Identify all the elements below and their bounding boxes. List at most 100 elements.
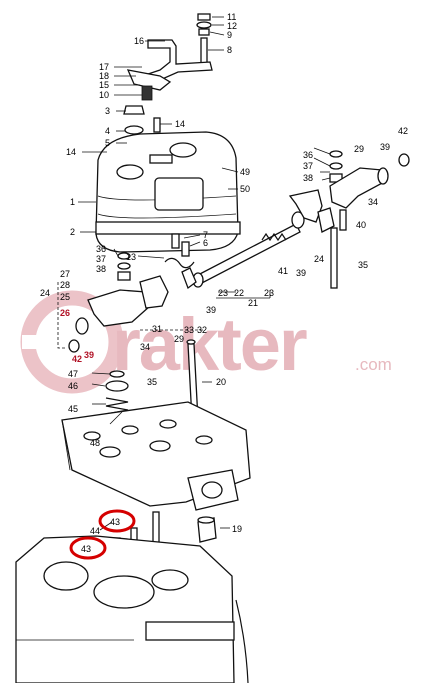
head-bore-3 [159,419,177,429]
watermark-suffix: .com [355,355,392,374]
callout-2: 2 [70,227,75,237]
washer-part-4 [124,125,144,135]
callout-23-right: 23 [264,288,274,298]
rocker-bracket [317,207,335,233]
callout-40: 40 [356,220,366,230]
callout-39-far: 39 [380,142,390,152]
right-rocker-group [329,150,410,209]
callout-38-right: 38 [303,173,313,183]
washer-37a [117,262,131,270]
callout-39-mid: 39 [206,305,216,315]
callout-47: 47 [68,369,78,379]
watermark-logo-cut [22,335,77,349]
rocker-support [139,275,169,309]
nameplate [149,154,173,164]
head-bore-6 [195,435,213,445]
callout-42-left: 42 [72,354,82,364]
callout-32: 32 [197,325,207,335]
cover-window [154,177,204,211]
bracket-dash [57,282,66,349]
callout-33: 33 [184,325,194,335]
callout-44: 44 [90,526,100,536]
cylinder-head-group [61,401,251,543]
callout-36-left: 36 [96,244,106,254]
watermark: rakter .com [20,290,392,394]
callout-24-left: 24 [40,288,50,298]
callout-46: 46 [68,381,78,391]
callout-18: 18 [99,71,109,81]
spring-washer [291,211,305,229]
callout-19: 19 [232,524,242,534]
valve-cover-rib [97,195,237,201]
valve-spring-group [105,339,199,421]
pin-40 [339,209,347,231]
washer-37b [329,162,343,170]
pushrod-tip [186,339,196,345]
callout-39-right: 39 [296,268,306,278]
callout-49: 49 [240,167,250,177]
bolt-group-7 [164,233,195,269]
callout-20: 20 [216,377,226,387]
filler-opening [116,164,144,180]
callout-14-right: 14 [175,119,185,129]
clip-part-13 [164,257,195,269]
callout-42-right: 42 [398,126,408,136]
shaft-spring [261,232,287,242]
highlight-43-upper [98,509,136,533]
callout-34-right: 34 [368,197,378,207]
rocker-shaft-group [192,189,347,289]
port-hole [201,481,223,499]
callout-8: 8 [227,45,232,55]
callout-21: 21 [248,298,258,308]
callout-38-left: 38 [96,264,106,274]
engine-block [15,535,235,683]
callout-27: 27 [60,269,70,279]
cap-part [123,105,145,115]
callout-37-left: 37 [96,254,106,264]
callout-14-left: 14 [66,147,76,157]
block-edge [235,599,249,683]
bracket-33 [181,267,197,290]
clip-42b [398,153,410,167]
callout-50: 50 [240,184,250,194]
head-bore-4 [99,446,121,458]
rocker-arm-left [87,289,151,327]
ring-39d [377,167,389,185]
washer-39a [75,317,89,335]
rocker-arm-right [288,189,323,223]
block-cutout [145,621,235,641]
washer-part [196,21,212,29]
rocker-arm-29 [329,167,385,209]
callout-28: 28 [60,280,70,290]
bore-center [93,575,155,609]
bolt-part-7a [171,233,180,249]
callout-10: 10 [99,90,109,100]
head-bore-1 [83,431,101,441]
sleeve-top [197,516,215,524]
head-bore-5 [149,440,171,452]
callout-29-left: 29 [174,334,184,344]
bore-right [151,569,189,591]
callout-43-lower: 43 [81,544,91,554]
callout-24-right: 24 [314,254,324,264]
callout-23-left: 23 [218,288,228,298]
callout-16: 16 [134,36,144,46]
bolt-part-7b [181,241,190,257]
head-bore-2 [121,425,139,435]
callout-35-mid: 35 [147,377,157,387]
callout-37-right: 37 [303,161,313,171]
callout-1: 1 [70,197,75,207]
callout-6: 6 [203,238,208,248]
callout-22: 22 [234,288,244,298]
retainer-46 [105,380,129,392]
callout-41: 41 [278,266,288,276]
callout-3: 3 [105,106,110,116]
callout-34-left: 34 [140,342,150,352]
callout-13: 13 [126,252,136,262]
callout-7: 7 [203,230,208,240]
callout-11: 11 [227,12,236,22]
callout-9: 9 [227,30,232,40]
spring-part [141,85,153,101]
